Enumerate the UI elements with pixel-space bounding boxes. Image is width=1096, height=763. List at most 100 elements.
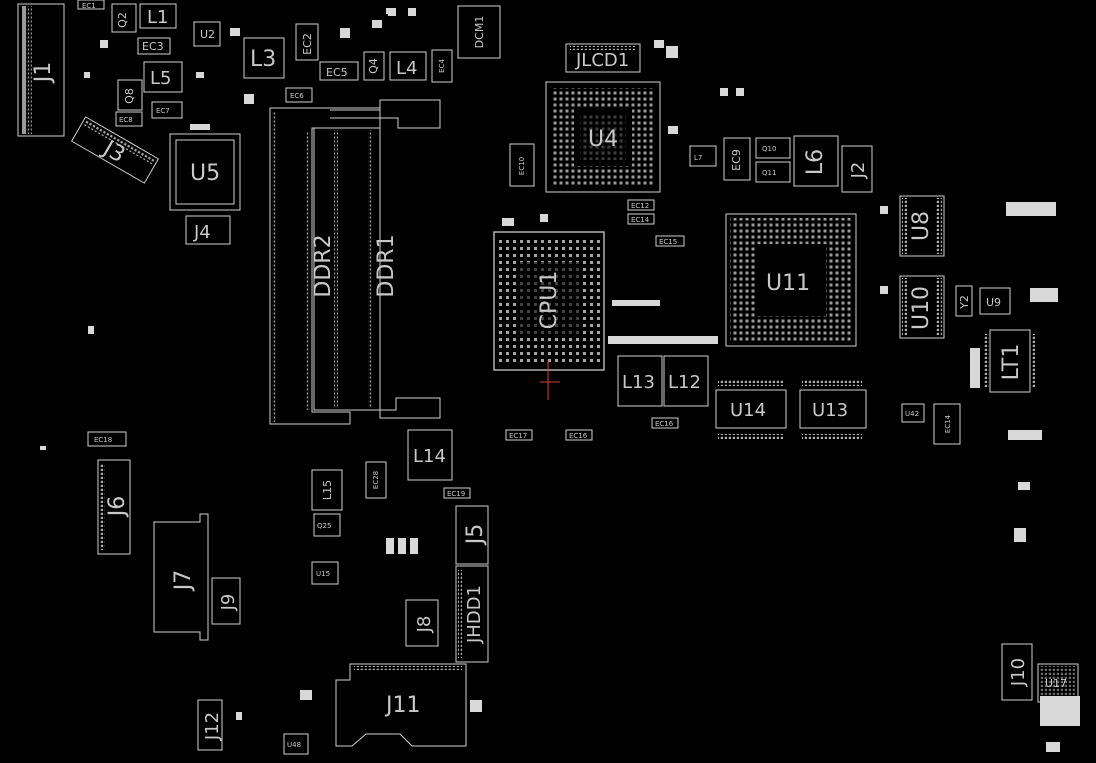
svg-text:DDR2: DDR2: [311, 234, 336, 297]
connector-j7[interactable]: J7: [153, 513, 209, 641]
svg-text:EC12: EC12: [631, 202, 649, 210]
svg-text:JHDD1: JHDD1: [464, 585, 485, 644]
inductor-l14[interactable]: L14: [407, 429, 453, 481]
svg-text:EC9: EC9: [730, 149, 743, 171]
svg-text:EC28: EC28: [372, 471, 380, 489]
chip-u4[interactable]: U4: [545, 81, 661, 193]
chip-cpu1[interactable]: CPU1: [493, 231, 605, 371]
connector-j8[interactable]: J8: [405, 599, 439, 647]
connector-j6[interactable]: EC18 J6: [87, 431, 131, 555]
inductor-l12[interactable]: L12: [663, 355, 709, 407]
svg-text:U5: U5: [190, 161, 220, 186]
svg-text:Q11: Q11: [762, 169, 776, 177]
svg-text:J7: J7: [171, 570, 196, 593]
inductor-l15[interactable]: L15: [311, 469, 343, 511]
connector-jhdd1[interactable]: JHDD1: [455, 565, 489, 663]
svg-text:U2: U2: [200, 28, 215, 41]
svg-text:EC16: EC16: [655, 420, 674, 428]
connector-j3[interactable]: J3: [70, 116, 160, 184]
chip-u15[interactable]: U15: [311, 561, 339, 585]
svg-text:U9: U9: [986, 296, 1001, 309]
cpu-caps: EC12 EC14 EC15: [502, 199, 718, 344]
svg-text:J8: J8: [414, 616, 435, 634]
svg-text:EC3: EC3: [142, 40, 164, 53]
svg-text:CPU1: CPU1: [537, 271, 562, 330]
connector-j12[interactable]: J12: [197, 699, 223, 751]
svg-text:L4: L4: [396, 58, 417, 79]
svg-text:L6: L6: [803, 149, 828, 175]
chip-u9[interactable]: U9: [979, 287, 1011, 315]
chip-u48[interactable]: U48: [283, 733, 309, 755]
svg-text:U8: U8: [909, 211, 934, 241]
label-j1: J1: [31, 62, 56, 85]
svg-text:EC15: EC15: [659, 238, 677, 246]
svg-text:EC2: EC2: [301, 33, 314, 55]
svg-text:L5: L5: [150, 68, 171, 89]
svg-text:J2: J2: [848, 162, 869, 180]
svg-text:Q2: Q2: [116, 12, 129, 28]
connector-j4[interactable]: J4: [185, 215, 231, 245]
svg-text:EC1: EC1: [82, 2, 96, 10]
svg-text:U48: U48: [287, 741, 301, 749]
svg-text:EC8: EC8: [119, 116, 133, 124]
svg-text:Q4: Q4: [367, 58, 380, 74]
svg-text:L12: L12: [668, 372, 701, 393]
svg-text:U17: U17: [1045, 677, 1067, 690]
connector-j10[interactable]: J10: [1001, 643, 1033, 701]
svg-text:EC16: EC16: [569, 432, 588, 440]
svg-text:L3: L3: [250, 47, 276, 72]
chip-u10[interactable]: U10: [899, 275, 945, 339]
svg-text:J10: J10: [1008, 658, 1029, 687]
chip-u8[interactable]: U8: [899, 195, 945, 257]
svg-text:EC18: EC18: [94, 436, 112, 444]
svg-text:EC4: EC4: [438, 59, 446, 73]
svg-text:U4: U4: [588, 127, 618, 152]
svg-text:J9: J9: [218, 594, 239, 612]
svg-text:J5: J5: [463, 524, 488, 547]
svg-text:EC7: EC7: [156, 107, 170, 115]
ddr2-slot[interactable]: DDR2: [269, 107, 381, 425]
svg-text:U10: U10: [909, 286, 934, 330]
transformer-lt1[interactable]: LT1: [984, 329, 1036, 393]
chip-u17[interactable]: U17: [1037, 663, 1079, 703]
svg-text:LT1: LT1: [999, 344, 1024, 381]
svg-text:U13: U13: [812, 400, 848, 421]
svg-text:J12: J12: [202, 712, 223, 741]
crystal-y2: Y2: [955, 285, 973, 317]
svg-text:L14: L14: [413, 446, 446, 467]
cap-ec10: EC10: [509, 143, 535, 187]
chip-u13[interactable]: U13: [799, 380, 867, 440]
connector-j9[interactable]: J9: [211, 577, 241, 625]
connector-j11[interactable]: J11: [335, 663, 467, 747]
svg-text:U14: U14: [730, 400, 766, 421]
svg-text:Y2: Y2: [958, 295, 971, 310]
svg-text:DDR1: DDR1: [374, 234, 399, 297]
svg-text:U42: U42: [905, 410, 919, 418]
svg-text:J11: J11: [384, 693, 420, 718]
svg-text:L13: L13: [622, 372, 655, 393]
chip-u14[interactable]: U14: [715, 380, 787, 440]
right-top-cluster: L7 EC9 Q10 Q11 L6 J2: [654, 40, 873, 193]
svg-text:EC6: EC6: [290, 92, 304, 100]
chip-u5[interactable]: U5: [169, 133, 241, 211]
svg-text:L15: L15: [321, 480, 334, 500]
svg-text:EC5: EC5: [326, 66, 348, 79]
connector-j1[interactable]: J1: [17, 3, 65, 137]
svg-text:EC14: EC14: [631, 216, 650, 224]
small-parts: [40, 8, 1080, 752]
svg-text:EC14: EC14: [944, 414, 952, 433]
svg-text:J6: J6: [105, 496, 130, 519]
svg-text:JLCD1: JLCD1: [575, 50, 629, 71]
ddr1-slot[interactable]: DDR1: [313, 99, 441, 419]
connector-jlcd1[interactable]: JLCD1: [565, 43, 641, 73]
svg-text:L1: L1: [147, 7, 168, 28]
svg-text:EC10: EC10: [518, 157, 526, 175]
svg-text:EC19: EC19: [447, 490, 465, 498]
inductor-l13[interactable]: L13: [617, 355, 663, 407]
top-left-cluster: EC1 Q2 L1 U2 EC3 L3 EC2 EC5 Q4 L4 EC4 DC…: [77, 0, 501, 130]
connector-j5[interactable]: J5: [455, 505, 489, 565]
svg-text:EC17: EC17: [509, 432, 527, 440]
chip-u11[interactable]: U11: [725, 213, 857, 347]
mid-caps: EC16 EC17 EC16 EC14 U42: [505, 403, 1042, 542]
svg-text:U15: U15: [316, 570, 330, 578]
